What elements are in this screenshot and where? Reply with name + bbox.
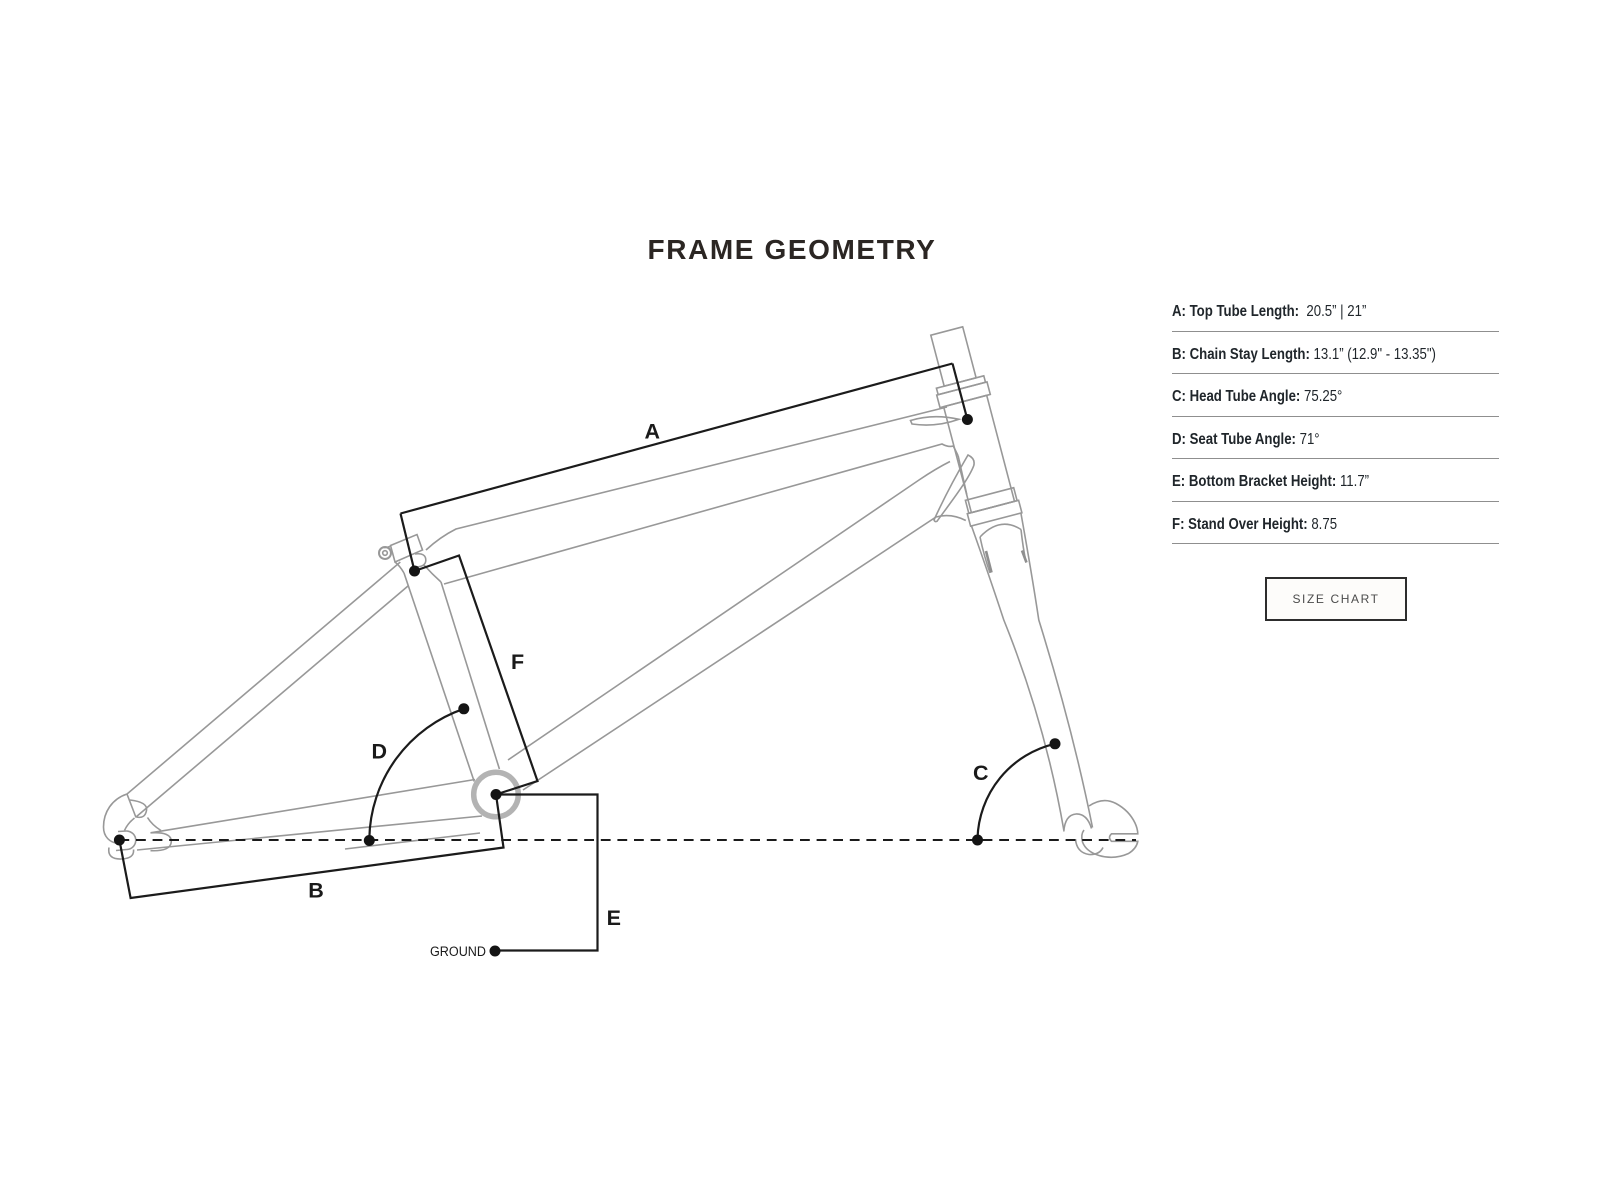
svg-text:D: D: [372, 739, 388, 763]
svg-text:F: F: [511, 650, 524, 674]
svg-text:GROUND: GROUND: [430, 944, 486, 959]
svg-text:B: B: [308, 878, 324, 902]
svg-text:C: C: [973, 761, 989, 785]
svg-text:A: A: [645, 420, 661, 444]
svg-text:E: E: [607, 906, 621, 930]
